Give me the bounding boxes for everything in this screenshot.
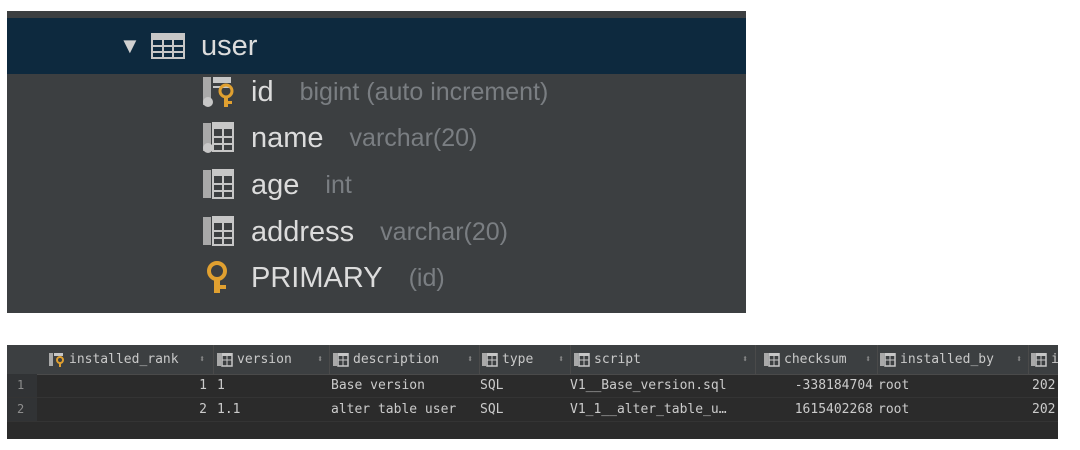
column-header-label: type: [502, 352, 534, 367]
tree-column-node[interactable]: name varchar(20): [201, 115, 477, 161]
nullable-column-icon: [201, 121, 237, 155]
column-type: int: [325, 170, 352, 199]
sort-icon[interactable]: ⬍: [557, 354, 564, 365]
sort-icon[interactable]: ⬍: [741, 354, 748, 365]
cell-version[interactable]: 1.1: [217, 402, 241, 417]
tree-key-node[interactable]: PRIMARY (id): [201, 255, 445, 301]
table-row[interactable]: 1 1 1 Base version SQL V1__Base_version.…: [7, 374, 1058, 398]
column-divider[interactable]: [213, 345, 214, 374]
cell-description[interactable]: alter table user: [331, 402, 457, 417]
tree-table-node[interactable]: ▼ user: [119, 23, 257, 69]
column-header-installed-by[interactable]: installed_by ⬍: [880, 345, 1028, 374]
cell-installed-rank[interactable]: 2: [199, 402, 207, 417]
column-icon: [482, 351, 498, 367]
column-divider[interactable]: [479, 345, 480, 374]
column-header-script[interactable]: script ⬍: [574, 345, 754, 374]
column-header-label: description: [353, 352, 440, 367]
column-icon: [201, 215, 237, 249]
column-name: name: [251, 121, 324, 154]
sort-icon[interactable]: ⬍: [466, 354, 473, 365]
sort-icon[interactable]: ⬍: [316, 354, 323, 365]
tree-column-node[interactable]: age int: [201, 162, 352, 208]
sort-icon[interactable]: ⬍: [1015, 354, 1022, 365]
primary-key-column-icon: [49, 352, 65, 367]
sort-icon[interactable]: ⬍: [198, 354, 205, 365]
column-icon: [201, 168, 237, 202]
tree-row-user-table[interactable]: [7, 18, 746, 74]
column-header-version[interactable]: version ⬍: [217, 345, 329, 374]
table-row[interactable]: 2 2 1.1 alter table user SQL V1_1__alter…: [7, 398, 1058, 422]
table-icon: [151, 33, 185, 59]
column-icon: [217, 351, 233, 367]
database-tree-panel: ▼ user id big: [7, 11, 746, 313]
column-name: id: [251, 75, 274, 108]
expand-arrow-icon[interactable]: ▼: [119, 33, 141, 58]
table-name: user: [201, 29, 258, 62]
grid-header-row: installed_rank ⬍ version ⬍ description ⬍: [7, 345, 1058, 375]
column-icon: [1031, 351, 1047, 367]
column-header-installed-rank[interactable]: installed_rank ⬍: [49, 345, 211, 374]
cell-description[interactable]: Base version: [331, 378, 425, 393]
cell-installed-on[interactable]: 202: [1032, 402, 1056, 417]
cell-type[interactable]: SQL: [480, 378, 504, 393]
column-header-label: script: [594, 352, 641, 367]
cell-checksum[interactable]: -338184704: [794, 378, 873, 393]
column-divider[interactable]: [877, 345, 878, 374]
column-header-description[interactable]: description ⬍: [333, 345, 479, 374]
key-columns: (id): [408, 263, 445, 292]
cell-script[interactable]: V1__Base_version.sql: [570, 378, 727, 393]
column-header-label: checksum: [784, 352, 847, 367]
cell-checksum[interactable]: 1615402268: [794, 402, 873, 417]
column-type: bigint (auto increment): [299, 77, 549, 106]
column-header-installed-on[interactable]: i: [1031, 345, 1058, 374]
cell-type[interactable]: SQL: [480, 402, 504, 417]
column-header-label: version: [237, 352, 292, 367]
column-divider[interactable]: [755, 345, 756, 374]
query-result-grid: installed_rank ⬍ version ⬍ description ⬍: [7, 345, 1058, 439]
primary-key-column-icon: [201, 75, 237, 109]
column-header-checksum[interactable]: checksum ⬍: [764, 345, 877, 374]
cell-script[interactable]: V1_1__alter_table_u…: [570, 402, 727, 417]
key-icon: [201, 261, 237, 295]
cell-version[interactable]: 1: [217, 378, 225, 393]
column-header-type[interactable]: type ⬍: [482, 345, 570, 374]
column-divider[interactable]: [570, 345, 571, 374]
column-type: varchar(20): [380, 217, 508, 246]
cell-installed-by[interactable]: root: [878, 378, 910, 393]
cell-installed-on[interactable]: 202: [1032, 378, 1056, 393]
column-header-label: installed_rank: [69, 352, 179, 367]
row-number: 2: [7, 398, 37, 421]
cell-installed-by[interactable]: root: [878, 402, 910, 417]
column-divider[interactable]: [329, 345, 330, 374]
column-type: varchar(20): [349, 123, 478, 152]
key-name: PRIMARY: [251, 261, 383, 294]
cell-installed-rank[interactable]: 1: [199, 378, 207, 393]
column-icon: [880, 351, 896, 367]
column-header-label: i: [1051, 352, 1058, 367]
column-header-label: installed_by: [900, 352, 994, 367]
column-icon: [333, 351, 349, 367]
sort-icon[interactable]: ⬍: [864, 354, 871, 365]
column-name: address: [251, 215, 355, 248]
row-number: 1: [7, 374, 37, 397]
column-name: age: [251, 168, 300, 201]
tree-column-node[interactable]: address varchar(20): [201, 209, 508, 255]
tree-column-node[interactable]: id bigint (auto increment): [201, 69, 548, 115]
column-divider[interactable]: [1028, 345, 1029, 374]
column-icon: [574, 351, 590, 367]
column-icon: [764, 351, 780, 367]
